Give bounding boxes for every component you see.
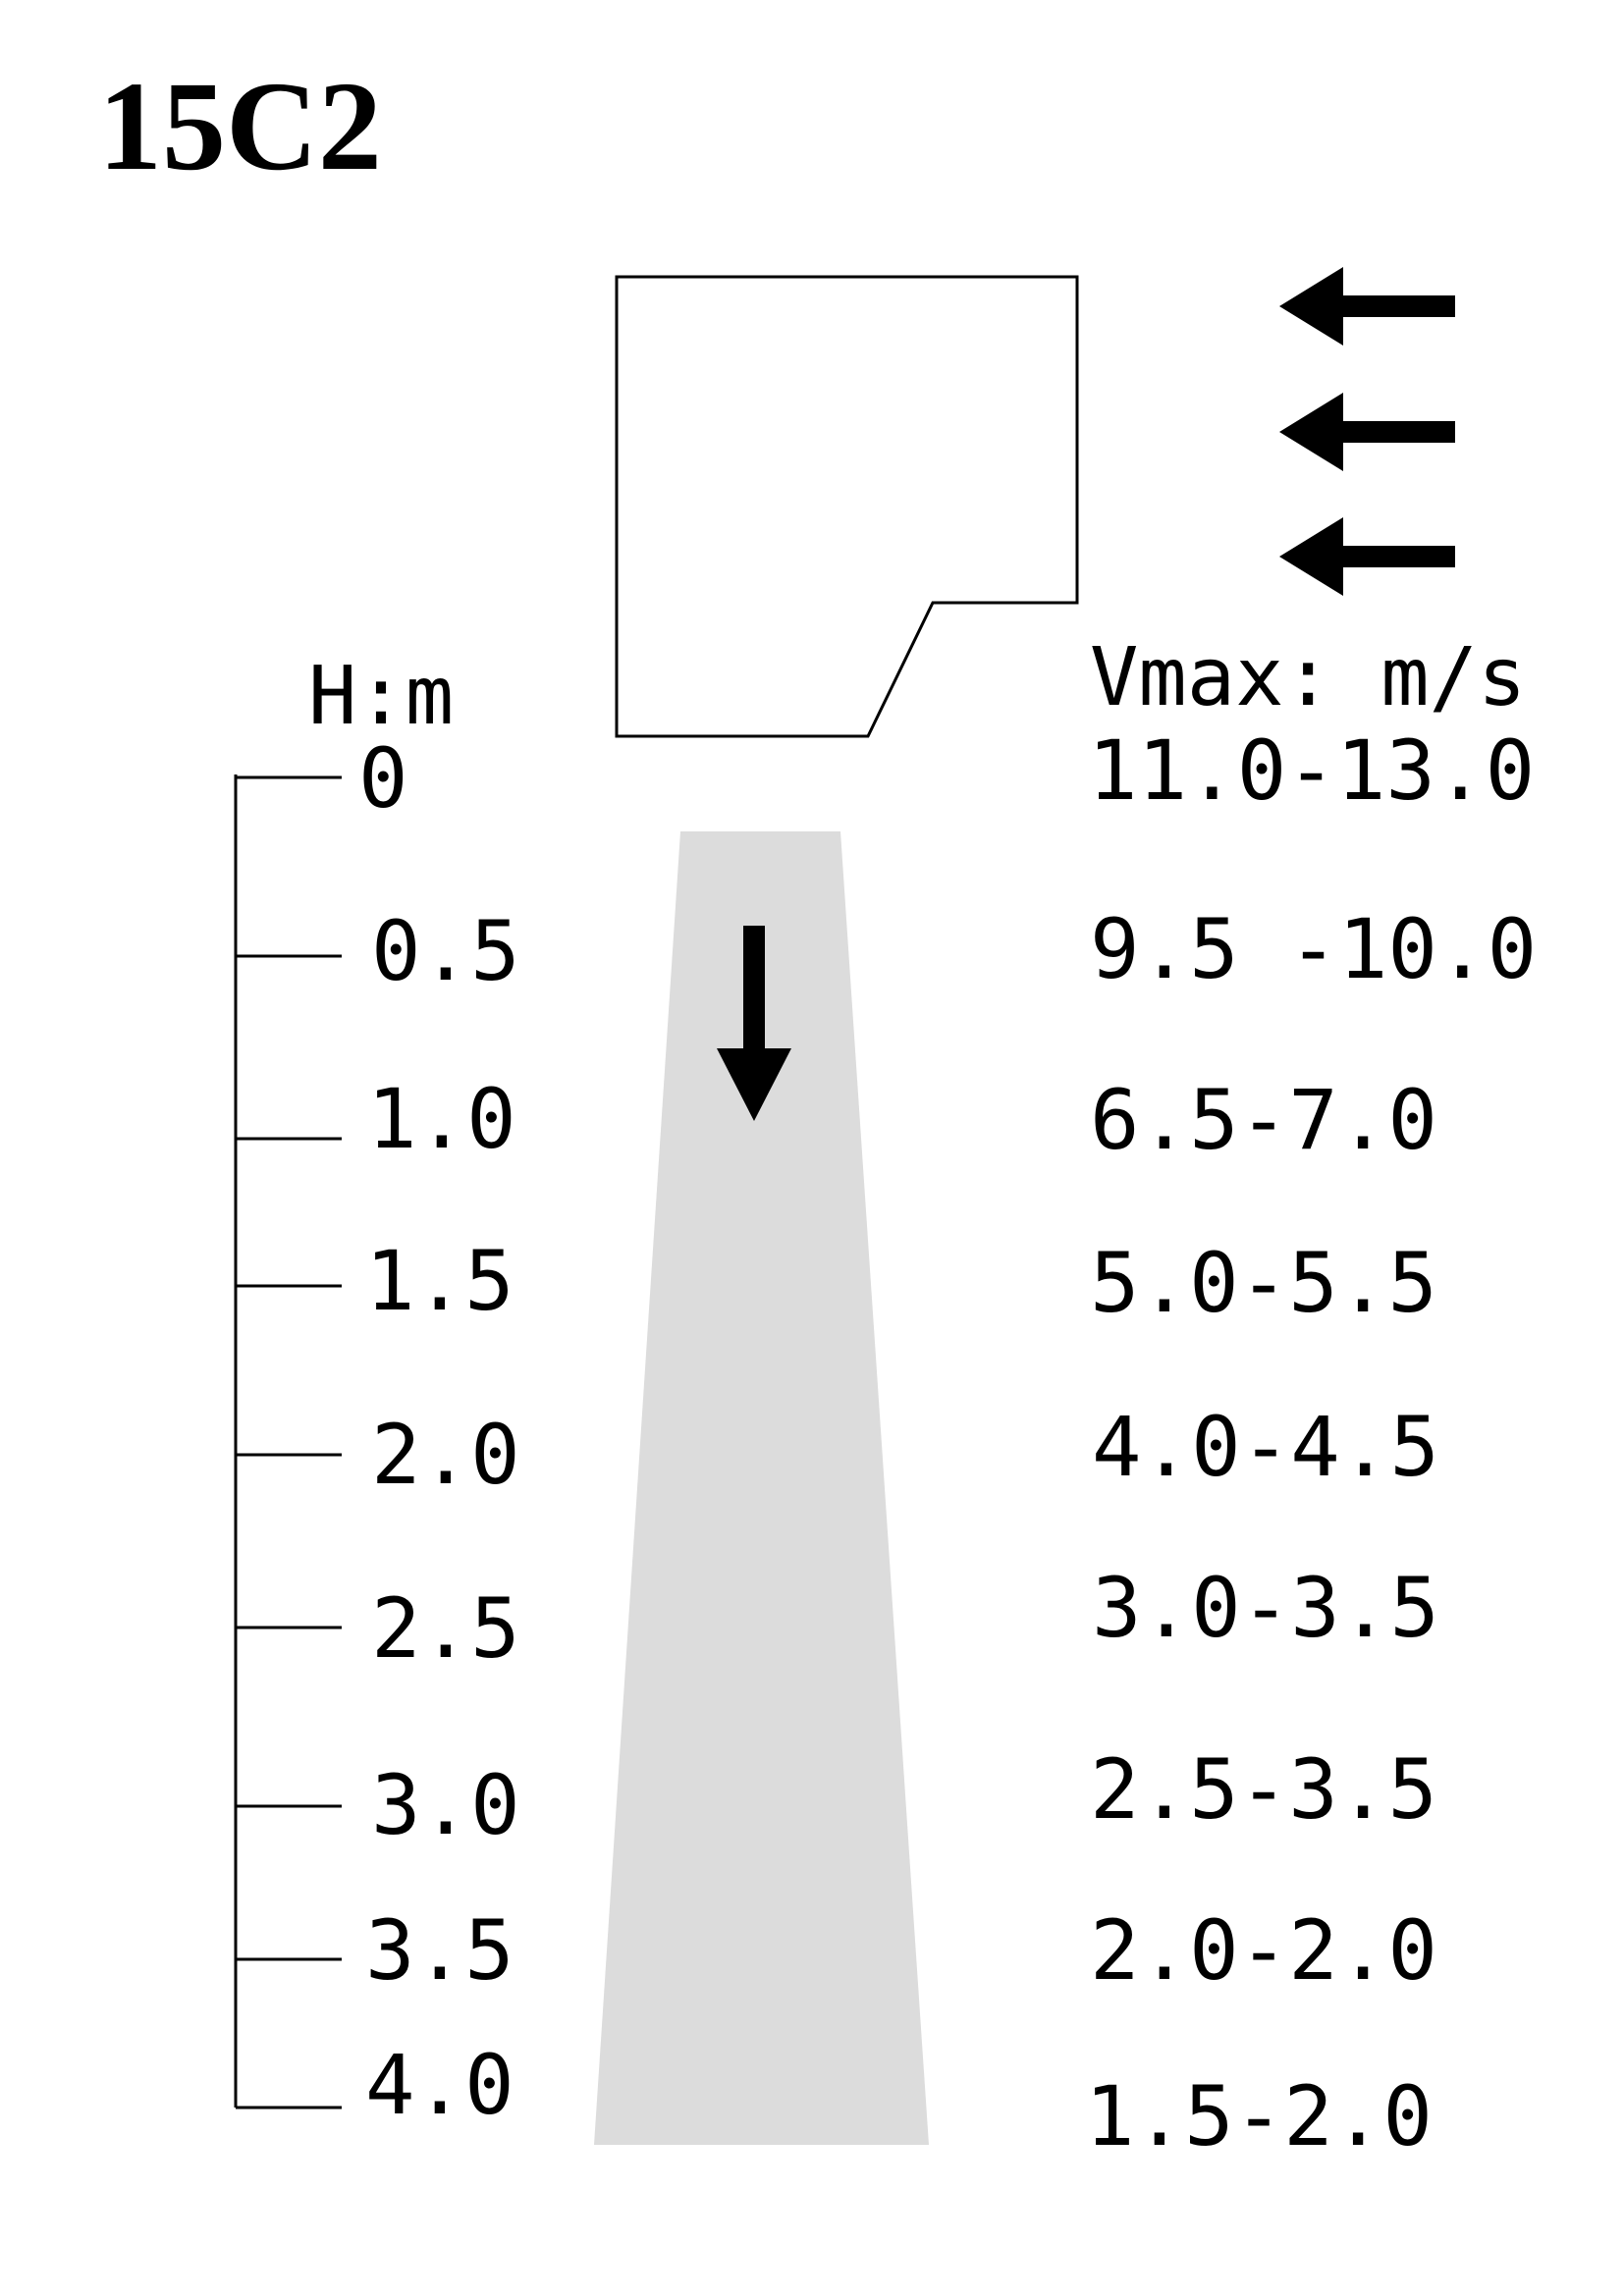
velocity-range-label: 2.5-3.5	[1090, 1741, 1437, 1838]
depth-tick-label: 2.0	[371, 1407, 520, 1503]
depth-tick-label: 3.5	[365, 1902, 514, 1999]
depth-tick-label: 2.5	[371, 1580, 520, 1677]
velocity-range-label: 11.0-13.0	[1088, 722, 1535, 819]
depth-tick-label: 3.0	[371, 1757, 520, 1853]
depth-axis: H:m 0 0.5 1.0 1.5 2.0 2.5 3.0 3.5 4.0	[234, 650, 520, 2133]
depth-axis-label: H:m	[308, 650, 454, 743]
depth-tick-label: 4.0	[365, 2037, 514, 2133]
velocity-range-label: 9.5 -10.0	[1090, 901, 1537, 997]
depth-tick-label: 0.5	[371, 903, 520, 999]
figure-title: 15C2	[98, 56, 382, 197]
depth-tick-label: 0	[358, 730, 408, 827]
arrow-left-icon	[1279, 517, 1455, 596]
depth-tick-label: 1.5	[365, 1233, 514, 1329]
velocity-range-label: 1.5-2.0	[1085, 2068, 1433, 2164]
depth-tick-label: 1.0	[367, 1071, 516, 1167]
building-outline	[615, 275, 1079, 738]
velocity-range-label: 3.0-3.5	[1092, 1560, 1439, 1656]
velocity-range-label: 5.0-5.5	[1090, 1235, 1437, 1331]
arrow-down-icon	[717, 926, 791, 1121]
velocity-range-label: 2.0-2.0	[1090, 1902, 1437, 1999]
flow-plume	[594, 831, 929, 2145]
velocity-column: Vmax: m/s 11.0-13.0 9.5 -10.0 6.5-7.0 5.0-5…	[1085, 631, 1537, 2164]
inflow-arrows	[1279, 267, 1455, 596]
velocity-range-label: 6.5-7.0	[1090, 1072, 1437, 1168]
velocity-range-label: 4.0-4.5	[1092, 1399, 1439, 1495]
velocity-label: Vmax: m/s	[1090, 631, 1526, 724]
arrow-left-icon	[1279, 267, 1455, 346]
arrow-left-icon	[1279, 393, 1455, 471]
